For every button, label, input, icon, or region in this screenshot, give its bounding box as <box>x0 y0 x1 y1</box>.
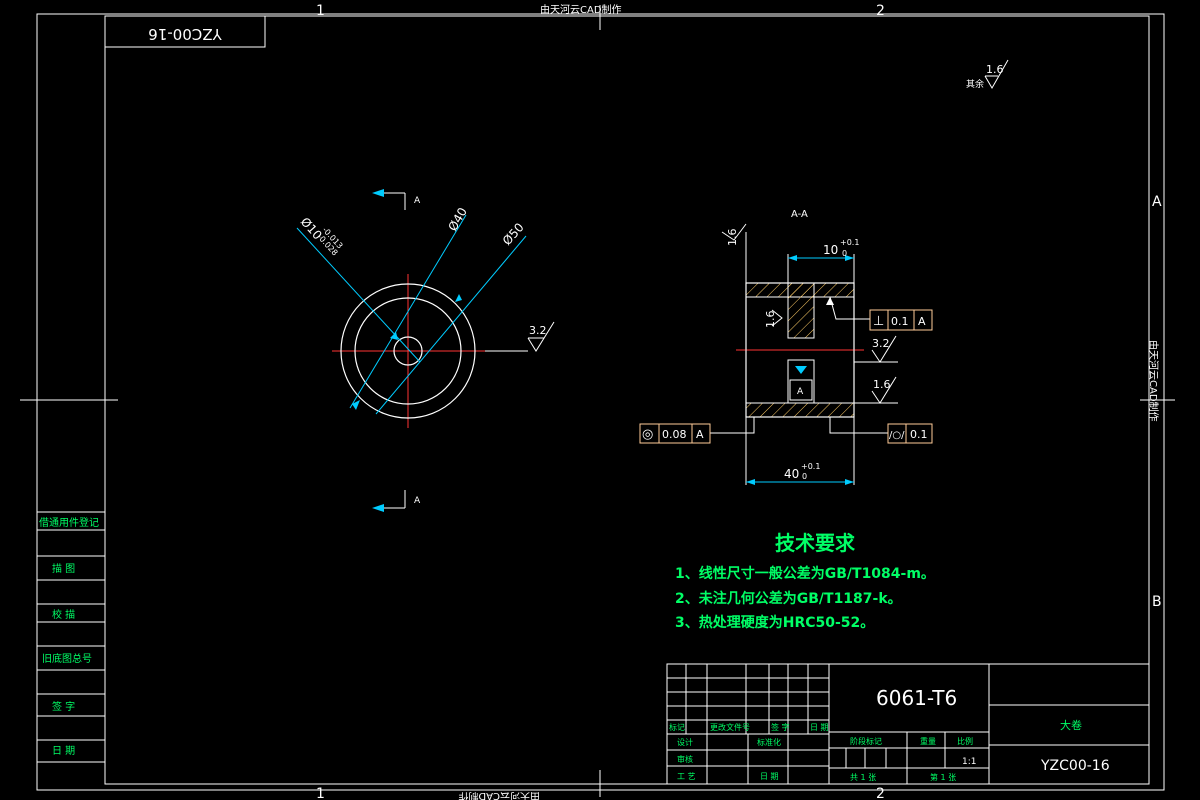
fcf-cylindricity: /○/ 0.1 <box>887 423 933 444</box>
tech-title: 技术要求 <box>775 531 856 555</box>
weight-label: 重量 <box>920 736 936 746</box>
zone-mark-bottom-1: 1 <box>316 786 325 800</box>
rev-doc: 更改文件号 <box>710 722 750 732</box>
front-roughness: 3.2 <box>529 324 547 337</box>
scale: 1:1 <box>962 757 976 767</box>
material: 6061-T6 <box>876 686 957 710</box>
rough-right-2: 1.6 <box>873 378 891 391</box>
fcf-perp-datum: A <box>918 315 926 328</box>
dim-10-upper: +0.1 <box>840 238 859 247</box>
review-label: 审核 <box>677 754 693 764</box>
fcf-perp-value: 0.1 <box>891 315 909 328</box>
side-row-2: 描 图 <box>52 562 75 575</box>
part-number: YZC00-16 <box>1040 758 1110 774</box>
drawing-number-box: YZC00-16 <box>148 25 223 43</box>
dim-d50: Ø50 <box>500 220 527 248</box>
zone-mark-top-1: 1 <box>316 3 325 19</box>
side-row-6: 日 期 <box>52 745 75 757</box>
dim-40-lower: 0 <box>802 472 807 481</box>
side-row-1: 借通用件登记 <box>39 516 99 529</box>
watermark-top: 由天河云CAD制作 <box>540 3 622 16</box>
fcf-cyl-symbol: /○/ <box>889 430 905 441</box>
title-block <box>666 663 1150 785</box>
zone-mark-top-2: 2 <box>876 3 885 19</box>
sheet-number: 第 1 张 <box>930 772 956 782</box>
stage-label: 阶段标记 <box>850 736 882 746</box>
zone-mark-right-b: B <box>1152 594 1162 610</box>
side-row-5: 签 字 <box>52 700 75 713</box>
dim-40: 40 <box>784 467 799 481</box>
standard-label: 标准化 <box>757 737 781 747</box>
fcf-cyl-value: 0.1 <box>910 428 928 441</box>
watermark-side: 由天河云CAD制作 <box>1147 340 1160 422</box>
design-label: 设计 <box>677 737 693 747</box>
fcf-concentricity: ◎ 0.08 A <box>639 423 711 444</box>
sheet-total: 共 1 张 <box>850 773 876 782</box>
dim-40-upper: +0.1 <box>801 462 820 471</box>
roughness-default: 1.6 其余 <box>966 59 1009 90</box>
section-view: A-A A 10 +0.1 0 40 +0.1 0 1.6 <box>710 209 898 485</box>
rough-right-1: 3.2 <box>872 337 890 350</box>
dim-d40: Ø40 <box>445 205 469 233</box>
tech-item-1: 1、线性尺寸一般公差为GB/T1084-m。 <box>675 565 935 582</box>
rev-date: 日 期 <box>810 723 829 732</box>
fcf-conc-symbol: ◎ <box>642 427 653 442</box>
datum-label: A <box>797 387 804 397</box>
section-mark-bottom: A <box>414 496 421 506</box>
side-row-3: 校 描 <box>52 608 75 621</box>
rough-left: 1.6 <box>726 229 739 247</box>
fcf-perpendicularity: ⊥ 0.1 A <box>869 309 933 331</box>
fcf-conc-datum: A <box>696 428 704 441</box>
rev-mark: 标记 <box>669 722 685 732</box>
rough-inner: 1.6 <box>764 311 777 329</box>
roughness-default-label: 其余 <box>966 78 984 90</box>
roughness-default-value: 1.6 <box>986 63 1004 76</box>
process-date: 日 期 <box>760 772 779 781</box>
side-table <box>37 511 105 763</box>
zone-mark-right-a: A <box>1152 194 1162 210</box>
tech-requirements: 技术要求 1、线性尺寸一般公差为GB/T1084-m。 2、未注几何公差为GB/… <box>675 531 935 631</box>
zone-mark-bottom-2: 2 <box>876 786 885 800</box>
rev-sign: 签 字 <box>771 722 790 732</box>
dim-10-lower: 0 <box>842 249 847 258</box>
fcf-conc-value: 0.08 <box>662 428 687 441</box>
process-label: 工 艺 <box>677 772 696 781</box>
ratio-label: 比例 <box>957 736 973 746</box>
part-name: 大卷 <box>1060 718 1082 732</box>
front-view: A A Ø10 -0.013 -0.028 Ø40 Ø50 3.2 <box>296 189 555 512</box>
watermark-bottom: 由天河云CAD制作 <box>458 790 540 800</box>
outer-frame <box>20 5 1175 797</box>
tech-item-3: 3、热处理硬度为HRC50-52。 <box>675 614 874 631</box>
section-mark-top: A <box>414 196 421 206</box>
dim-10: 10 <box>823 243 838 257</box>
section-title: A-A <box>791 209 808 220</box>
tech-item-2: 2、未注几何公差为GB/T1187-k。 <box>675 590 902 607</box>
fcf-perp-symbol: ⊥ <box>873 314 884 329</box>
side-row-4: 旧底图总号 <box>42 652 92 665</box>
